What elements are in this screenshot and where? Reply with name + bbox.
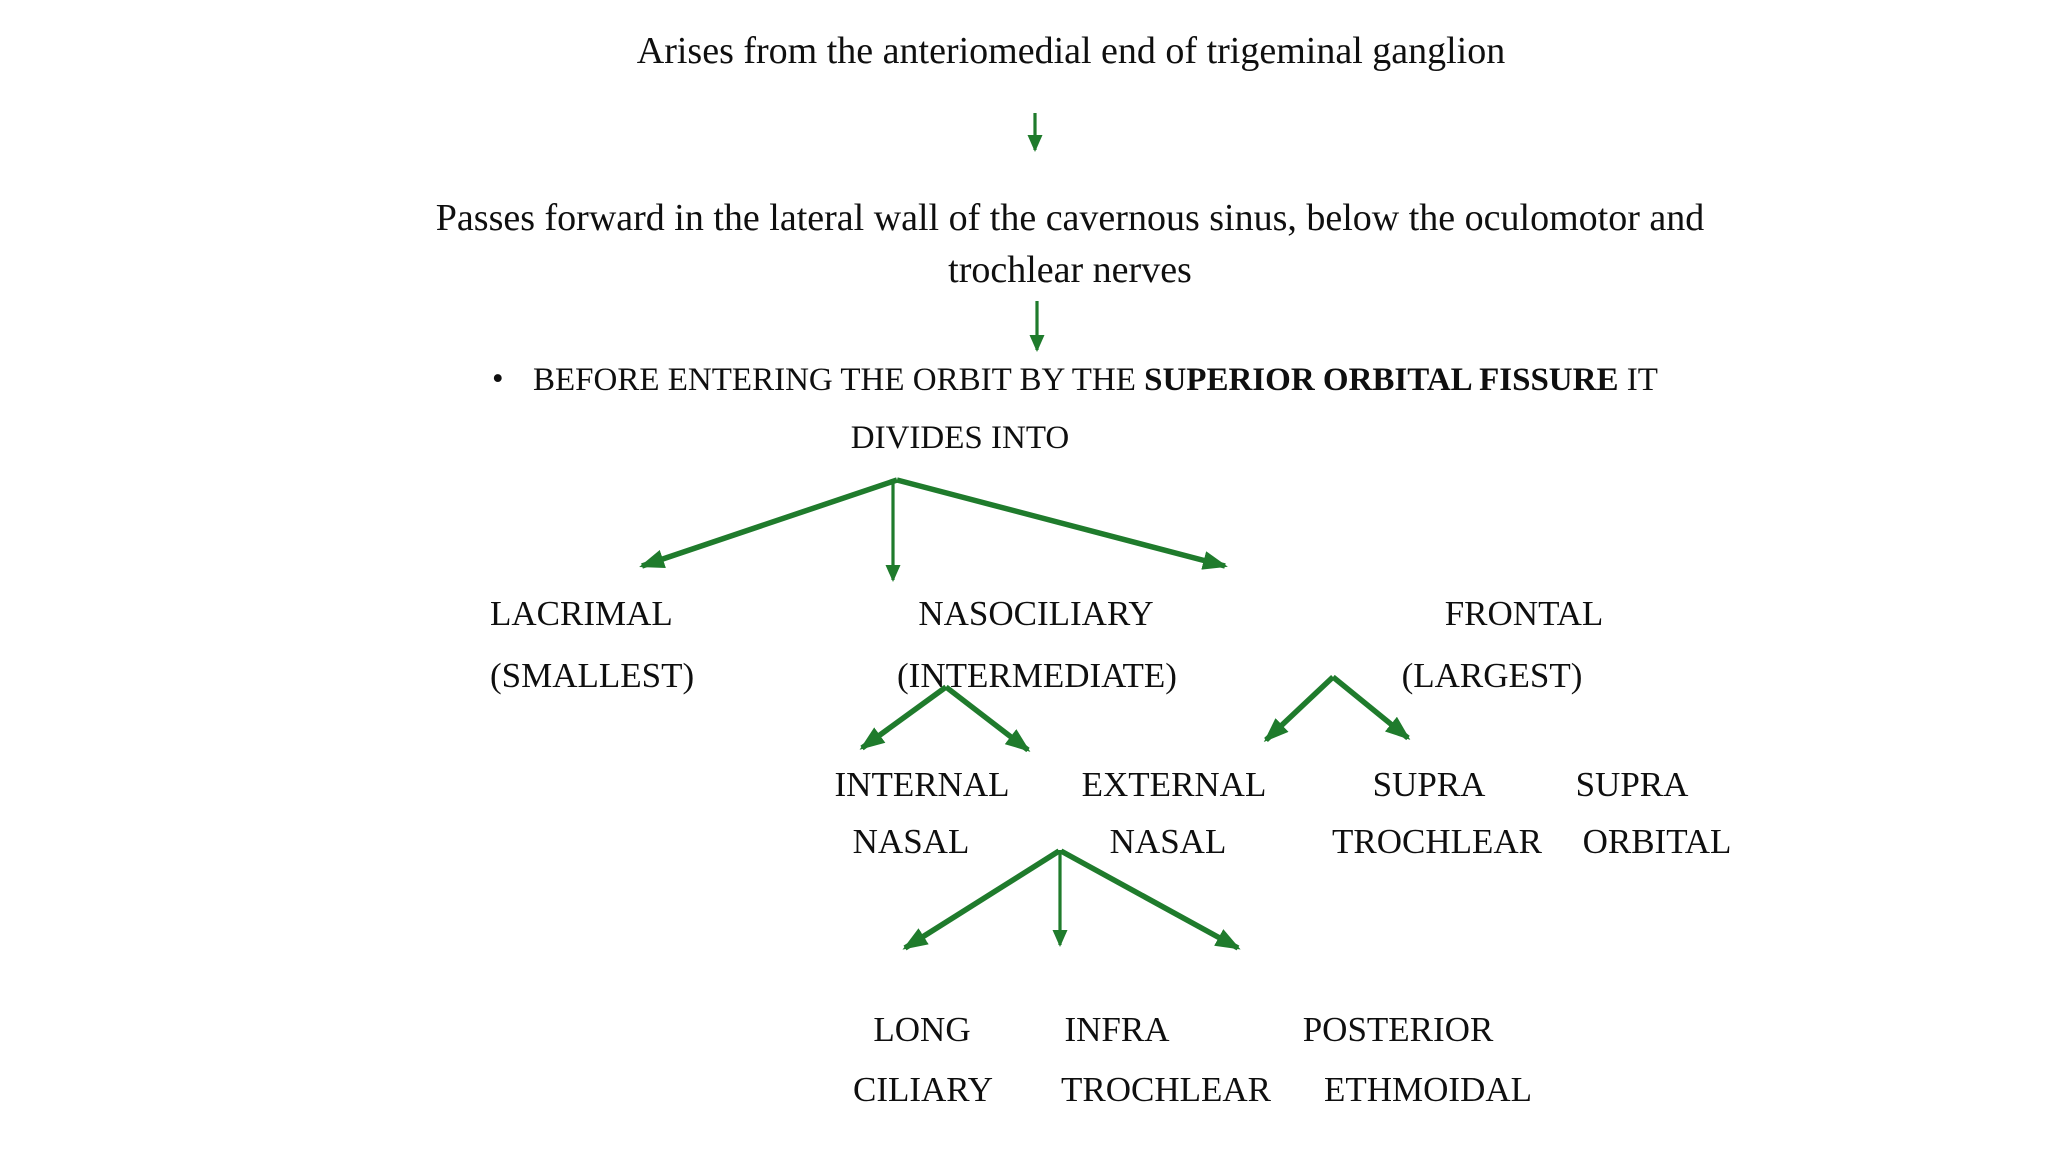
- arrow-nasal-to-long-ciliary: [902, 848, 1061, 951]
- step2-text-line1: Passes forward in the lateral wall of th…: [435, 197, 1705, 239]
- branch-internal-nasal-line1: INTERNAL: [834, 765, 1010, 804]
- branch-infratrochlear-line1: INFRA: [1064, 1010, 1170, 1049]
- branch-external-nasal-line2: NASAL: [1109, 822, 1227, 861]
- branch-supraorbital-line1: SUPRA: [1575, 765, 1689, 804]
- arrow-trunk-to-lacrimal: [639, 477, 898, 569]
- step1-text: Arises from the anteriomedial end of tri…: [636, 30, 1506, 72]
- branch-posterior-ethmoidal-line2: ETHMOIDAL: [1323, 1070, 1533, 1109]
- arrow-trunk-to-frontal: [896, 477, 1228, 570]
- arrow-nasociliary-to-external-nasal: [944, 684, 1031, 753]
- branch-supratrochlear-line2: TROCHLEAR: [1332, 822, 1542, 861]
- branch-posterior-ethmoidal-line1: POSTERIOR: [1302, 1010, 1494, 1049]
- branch-nasociliary-note: (INTERMEDIATE): [897, 656, 1177, 695]
- arrow-frontal-to-supraorbital: [1331, 674, 1411, 741]
- branch-long-ciliary-line1: LONG: [873, 1010, 971, 1049]
- bullet-text-line2: DIVIDES INTO: [850, 420, 1070, 456]
- branch-long-ciliary-line2: CILIARY: [853, 1070, 993, 1109]
- branch-frontal-note: (LARGEST): [1401, 656, 1583, 695]
- branch-supraorbital-line2: ORBITAL: [1582, 822, 1732, 861]
- branch-nasociliary-name: NASOCILIARY: [918, 594, 1154, 633]
- branch-lacrimal-note: (SMALLEST): [490, 656, 695, 695]
- bullet-text-pre: BEFORE ENTERING THE ORBIT BY THE: [533, 362, 1145, 398]
- bullet-text-bold: SUPERIOR ORBITAL FISSURE: [1144, 362, 1619, 398]
- branch-supratrochlear-line1: SUPRA: [1372, 765, 1486, 804]
- bullet-marker: •: [492, 361, 504, 397]
- step2-text-line2: trochlear nerves: [948, 249, 1192, 291]
- bullet-text-line1: BEFORE ENTERING THE ORBIT BY THE SUPERIO…: [533, 362, 1658, 400]
- arrow-nasociliary-to-internal-nasal: [859, 684, 948, 751]
- branch-infratrochlear-line2: TROCHLEAR: [1061, 1070, 1271, 1109]
- branch-lacrimal-name: LACRIMAL: [490, 594, 673, 633]
- branch-external-nasal-line1: EXTERNAL: [1081, 765, 1267, 804]
- arrow-nasal-to-posterior-ethmoidal: [1059, 848, 1241, 951]
- bullet-text-post: IT: [1618, 362, 1658, 398]
- arrow-frontal-to-supratrochlear: [1263, 674, 1335, 743]
- branch-frontal-name: FRONTAL: [1444, 594, 1604, 633]
- branch-internal-nasal-line2: NASAL: [852, 822, 970, 861]
